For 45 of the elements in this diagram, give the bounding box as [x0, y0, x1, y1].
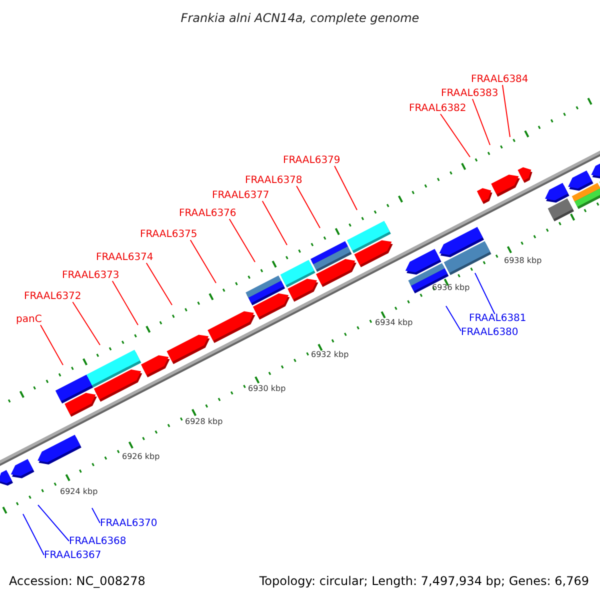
- gene-label: FRAAL6378: [245, 176, 302, 186]
- scale-label: 6924 kbp: [60, 488, 98, 496]
- leader-line: [72, 302, 100, 346]
- leader-line: [38, 504, 70, 542]
- gene-label: FRAAL6381: [469, 314, 526, 324]
- genome-summary-text: Topology: circular; Length: 7,497,934 bp; Genes: 6,769: [259, 575, 589, 587]
- leader-line: [146, 262, 172, 306]
- gene-label: FRAAL6370: [100, 519, 158, 529]
- gene-label: FRAAL6383: [441, 89, 498, 99]
- leader-line: [334, 166, 358, 210]
- diagram-title: Frankia alni ACN14a, complete genome: [180, 12, 420, 24]
- leader-line: [472, 98, 490, 146]
- leader-line: [502, 84, 510, 138]
- gene-label: FRAAL6377: [212, 191, 270, 201]
- gene-label: FRAAL6380: [461, 328, 518, 338]
- scale-label: 6932 kbp: [311, 351, 349, 359]
- gene-label: FRAAL6384: [471, 75, 528, 85]
- leader-line: [190, 240, 216, 284]
- leader-line: [228, 218, 256, 262]
- leader-line: [92, 508, 100, 524]
- gene-label: panC: [16, 315, 42, 325]
- gene-label: FRAAL6367: [44, 551, 102, 561]
- scale-label: 6934 kbp: [375, 319, 413, 327]
- gene-label: FRAAL6382: [409, 104, 466, 114]
- scale-label: 6928 kbp: [185, 418, 223, 426]
- gene-label: FRAAL6376: [179, 209, 236, 219]
- accession-text: Accession: NC_008278: [9, 575, 146, 587]
- scale-label: 6930 kbp: [248, 385, 286, 393]
- leader-line: [112, 280, 138, 326]
- leader-line: [22, 514, 44, 556]
- leader-line: [296, 186, 320, 228]
- leader-line: [474, 272, 496, 314]
- gene-label: FRAAL6379: [283, 156, 340, 166]
- gene-label: FRAAL6375: [140, 230, 198, 240]
- scale-label: 6936 kbp: [432, 284, 470, 292]
- gene-label: FRAAL6368: [69, 537, 126, 547]
- gene-label: FRAAL6372: [24, 292, 82, 302]
- scale-label: 6938 kbp: [504, 257, 542, 265]
- leader-line: [446, 306, 462, 332]
- leader-line: [40, 324, 64, 366]
- leader-line: [262, 200, 288, 246]
- scale-label: 6926 kbp: [122, 453, 160, 461]
- leader-line: [440, 114, 470, 158]
- gene-label: FRAAL6373: [62, 271, 120, 281]
- gene-label: FRAAL6374: [96, 253, 154, 263]
